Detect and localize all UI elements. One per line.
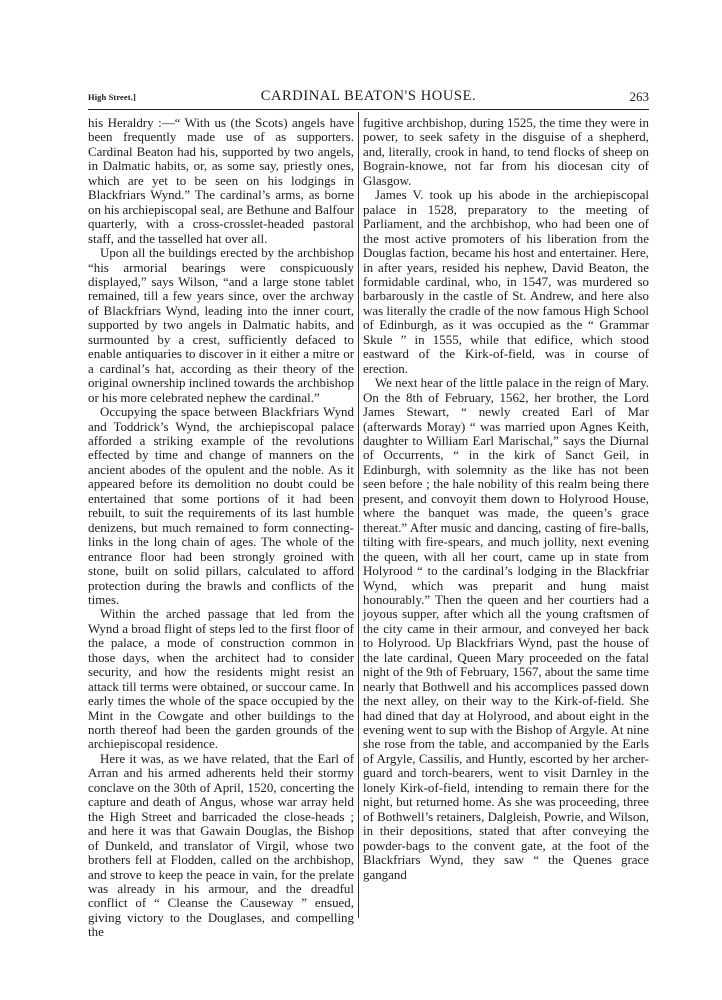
paragraph: Within the arched passage that led from … — [88, 606, 354, 752]
paragraph: Upon all the buildings erected by the ar… — [88, 245, 354, 405]
left-column: his Heraldry :—“ With us (the Scots) ang… — [88, 115, 354, 940]
section-label: High Street.] — [88, 92, 136, 102]
paragraph: his Heraldry :—“ With us (the Scots) ang… — [88, 115, 354, 246]
header-rule — [88, 109, 649, 110]
running-head: High Street.] CARDINAL BEATON'S HOUSE. 2… — [88, 88, 649, 106]
paragraph: Occupying the space between Blackfriars … — [88, 404, 354, 607]
column-divider — [358, 112, 359, 918]
paragraph: Here it was, as we have related, that th… — [88, 750, 354, 940]
paragraph: We next hear of the little palace in the… — [363, 375, 650, 882]
right-column: fugitive archbishop, during 1525, the ti… — [363, 115, 650, 882]
page-number: 263 — [629, 89, 650, 104]
paragraph: fugitive archbishop, during 1525, the ti… — [363, 115, 649, 188]
page-title: CARDINAL BEATON'S HOUSE. — [260, 88, 477, 104]
paragraph: James V. took up his abode in the archie… — [363, 187, 649, 376]
